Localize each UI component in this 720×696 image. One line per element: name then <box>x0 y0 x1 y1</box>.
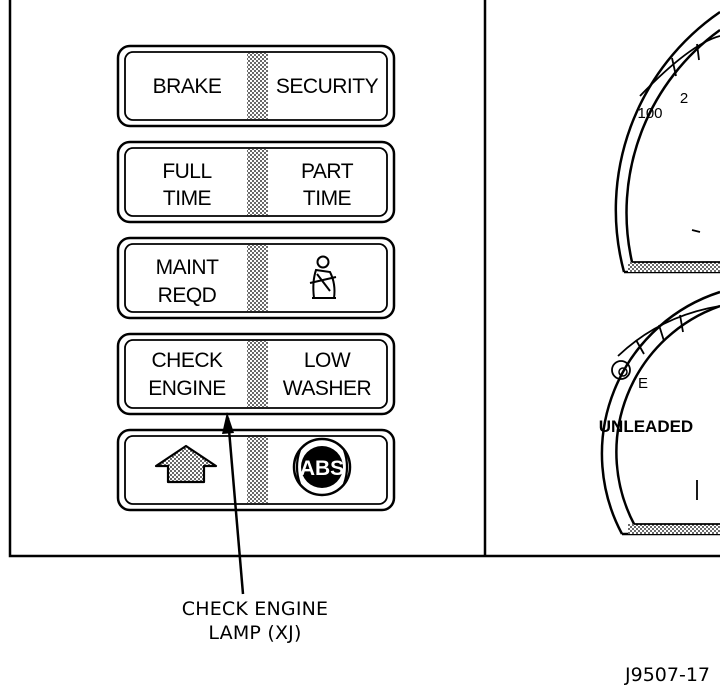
maint-reqd-lamp-line2: REQD <box>158 284 217 307</box>
seat-belt-icon <box>309 255 337 299</box>
lamp-row-upshift-abs: ABS <box>116 428 396 512</box>
speedometer-tick-2: 2 <box>680 90 688 107</box>
low-washer-lamp-line1: LOW <box>304 349 351 372</box>
part-time-lamp-line2: TIME <box>303 187 352 210</box>
callout-label-line2: LAMP (XJ) <box>208 622 302 644</box>
abs-lamp-label: ABS <box>300 457 344 480</box>
abs-circle-icon: ABS <box>292 437 352 497</box>
check-engine-lamp-line2: ENGINE <box>148 377 226 400</box>
fuel-empty-label: E <box>638 375 648 392</box>
fuel-type-label: UNLEADED <box>599 417 693 436</box>
security-lamp-label: SECURITY <box>276 75 379 98</box>
figure-id: J9507-17 <box>625 664 710 686</box>
lamp-row-maint-seatbelt: MAINT REQD <box>116 236 396 320</box>
lamp-row-check-engine-washer: CHECK ENGINE LOW WASHER <box>116 332 396 416</box>
maint-reqd-lamp-line1: MAINT <box>156 256 220 279</box>
fuel-gauge: E UNLEADED <box>599 290 720 536</box>
brake-lamp-label: BRAKE <box>153 75 222 98</box>
fuel-low-indicator-icon <box>611 360 631 380</box>
speedometer: 100 2 <box>614 10 720 274</box>
panel-frame <box>8 0 720 558</box>
lamp-row-full-part-time: FULL TIME PART TIME <box>116 140 396 224</box>
low-washer-lamp-line2: WASHER <box>283 377 372 400</box>
lamp-row-brake-security: BRAKE SECURITY <box>116 44 396 128</box>
upshift-arrow-icon <box>154 444 218 484</box>
part-time-lamp-line1: PART <box>301 160 354 183</box>
check-engine-lamp-line1: CHECK <box>151 349 223 372</box>
full-time-lamp-line1: FULL <box>162 160 211 183</box>
speedometer-tick-100: 100 <box>637 105 662 122</box>
full-time-lamp-line2: TIME <box>163 187 212 210</box>
check-engine-callout-leader <box>222 412 245 595</box>
callout-label-line1: CHECK ENGINE <box>181 598 329 620</box>
